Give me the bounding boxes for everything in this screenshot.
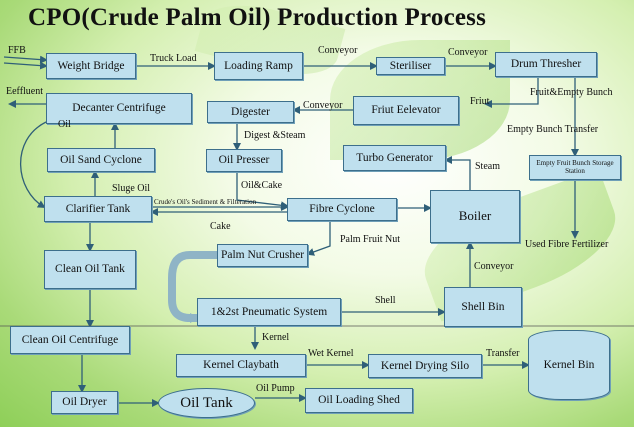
label-palm-fruit-nut: Palm Fruit Nut	[340, 234, 401, 245]
label-oil: Oil	[58, 119, 71, 130]
label-fruit: Friut	[470, 96, 490, 107]
label-ffb: FFB	[8, 45, 26, 56]
page-title: CPO(Crude Palm Oil) Production Process	[28, 4, 487, 31]
label-empty-bunch-transfer: Empty Bunch Transfer	[507, 124, 599, 135]
node-shell-bin: Shell Bin	[444, 287, 522, 327]
node-boiler: Boiler	[430, 190, 520, 243]
node-oil-loading-shed: Oil Loading Shed	[305, 388, 413, 413]
node-kernel-bin: Kernel Bin	[528, 330, 610, 400]
node-drum-thresher: Drum Thresher	[495, 52, 597, 77]
node-clarifier-tank: Clarifier Tank	[44, 196, 152, 222]
node-empty-fruit-bunch-storage: Empty Fruit Bunch Storage Station	[529, 155, 621, 180]
label-conveyor-3: Conveyor	[303, 100, 343, 111]
node-clean-oil-tank: Clean Oil Tank	[44, 250, 136, 289]
label-conveyor-2: Conveyor	[448, 47, 488, 58]
label-wet-kernel: Wet Kernel	[308, 348, 354, 359]
label-shell: Shell	[375, 295, 396, 306]
label-conveyor-4: Conveyor	[474, 261, 514, 272]
label-sediment-filteration: Crude's Oil's Sediment & Filteration	[154, 198, 257, 206]
label-oil-pump: Oil Pump	[256, 383, 295, 394]
node-oil-sand-cyclone: Oil Sand Cyclone	[47, 148, 155, 172]
label-kernel: Kernel	[262, 332, 290, 343]
label-used-fibre-fertilizer: Used Fibre Fertilizer	[525, 239, 609, 250]
node-oil-dryer: Oil Dryer	[51, 391, 118, 414]
node-oil-presser: Oil Presser	[206, 149, 282, 172]
label-eeffluent: Eeffluent	[6, 86, 44, 97]
label-transfer: Transfer	[486, 348, 520, 359]
label-fruit-empty-bunch: Fruit&Empty Bunch	[530, 87, 613, 98]
node-digester: Digester	[207, 101, 294, 123]
node-fibre-cyclone: Fibre Cyclone	[287, 198, 397, 221]
node-kernel-drying-silo: Kernel Drying Silo	[368, 354, 482, 378]
label-digest-steam: Digest &Steam	[244, 130, 306, 141]
node-loading-ramp: Loading Ramp	[214, 52, 303, 80]
node-decanter-centrifuge: Decanter Centrifuge	[46, 93, 192, 124]
node-weight-bridge: Weight Bridge	[46, 53, 136, 79]
node-turbo-generator: Turbo Generator	[343, 145, 446, 171]
node-clean-oil-centrifuge: Clean Oil Centrifuge	[10, 326, 130, 354]
node-steriliser: Steriliser	[376, 57, 445, 75]
node-oil-tank: Oil Tank	[158, 388, 255, 418]
label-steam: Steam	[475, 161, 500, 172]
node-fruit-elevator: Friut Eelevator	[353, 96, 459, 125]
node-kernel-claybath: Kernel Claybath	[176, 354, 306, 377]
label-conveyor-1: Conveyor	[318, 45, 358, 56]
label-oil-cake: Oil&Cake	[241, 180, 283, 191]
node-pneumatic-system: 1&2st Pneumatic System	[197, 298, 341, 326]
node-palm-nut-crusher: Palm Nut Crusher	[217, 244, 308, 267]
label-truck-load: Truck Load	[150, 53, 197, 64]
label-sluge-oil: Sluge Oil	[112, 183, 151, 194]
label-cake: Cake	[210, 221, 231, 232]
